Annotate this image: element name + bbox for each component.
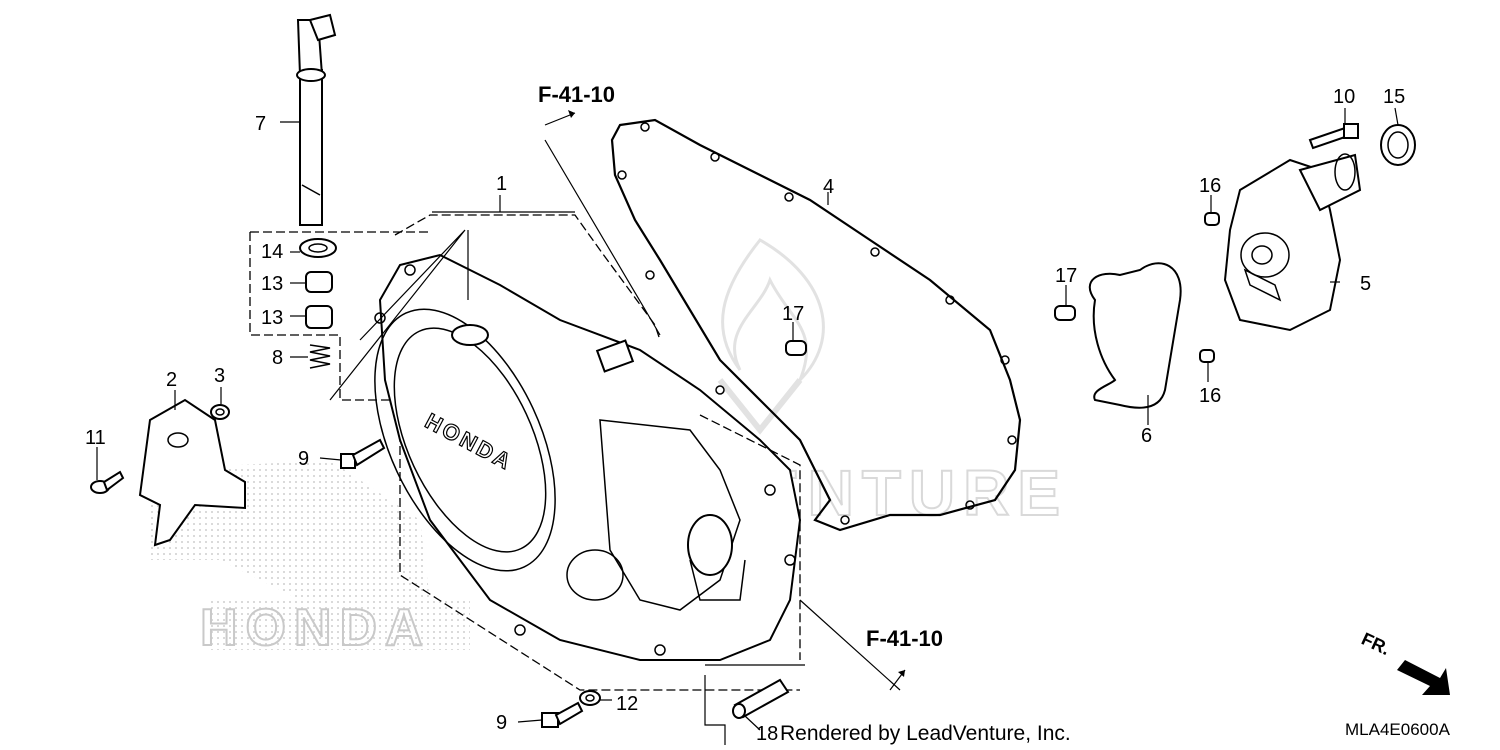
callout-2: 2 [166,369,177,391]
leader-lines [96,107,1399,745]
callout-7: 7 [255,113,266,135]
part-2-guard [138,398,246,547]
part-8-spring [309,344,331,369]
callout-9-upper: 9 [298,448,309,470]
callout-17-center: 17 [782,303,804,325]
assembly-bracket-left [249,232,800,691]
part-17-dowel-center [785,340,807,356]
callout-16-upper: 16 [1199,175,1221,197]
part-9-bolt-upper [340,438,386,469]
part-9-bolt-lower [541,701,584,728]
callout-14: 14 [261,241,283,263]
part-11-bolt [90,470,125,494]
part-18-dowel [732,678,790,719]
front-direction-indicator: FR. [1358,629,1450,695]
reference-arrow-top [544,110,576,126]
part-16-dowel-lower [1199,349,1215,363]
background-logo-text: HONDA [200,599,431,657]
callout-5: 5 [1360,273,1371,295]
diagram-code: MLA4E0600A [1345,720,1451,739]
callout-13-lower: 13 [261,307,283,329]
front-arrow-icon [1397,660,1450,695]
assembly-bracket-right [699,414,801,660]
callout-3: 3 [214,365,225,387]
reference-label-top: F-41-10 [538,82,615,107]
direction-label: FR. [1358,629,1393,659]
part-17-dowel-right [1054,305,1076,321]
part-5-water-pump [1223,153,1362,332]
part-12-washer [579,690,601,706]
part-4-gasket [610,118,1022,532]
callout-10: 10 [1333,86,1355,108]
callout-11: 11 [85,427,106,449]
part-10-bolt [1308,123,1359,150]
part-3-washer [210,404,230,420]
callout-9-lower: 9 [496,712,507,734]
callout-17-right: 17 [1055,265,1077,287]
assembly-bracket-cover [394,214,661,341]
callout-8: 8 [272,347,283,369]
callout-16-lower: 16 [1199,385,1221,407]
part-6-o-ring [1088,262,1182,409]
callout-13-upper: 13 [261,273,283,295]
callout-12: 12 [616,693,638,715]
part-7-shift-shaft [296,13,337,226]
part-16-dowel-upper [1204,212,1220,226]
credit-text: Rendered by LeadVenture, Inc. [780,722,1071,745]
callout-18: 18 [756,723,778,745]
reference-label-bottom: F-41-10 [866,626,943,651]
part-13-bearing-lower [305,305,333,329]
part-1-clutch-cover: HONDA [374,253,802,661]
callout-15: 15 [1383,86,1405,108]
reference-arrow-bottom [889,669,906,691]
callout-1: 1 [496,173,507,195]
callout-4: 4 [823,176,834,198]
part-13-bearing-upper [305,271,333,293]
part-15-o-ring [1380,124,1416,166]
part-14-oil-seal [299,238,337,258]
callout-6: 6 [1141,425,1152,447]
